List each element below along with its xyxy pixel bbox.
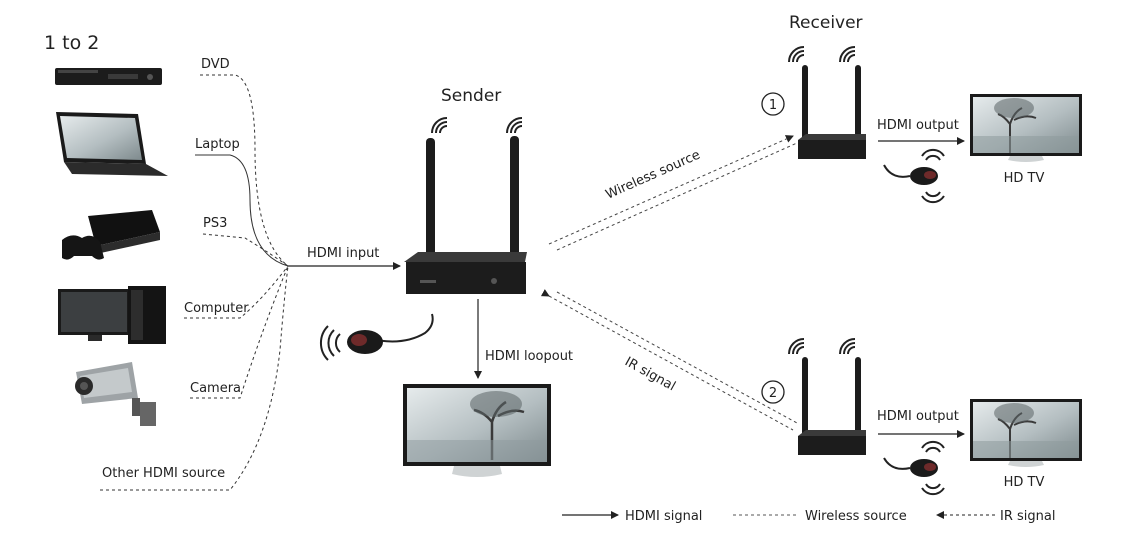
receiver-title: Receiver — [789, 13, 863, 33]
source-label-laptop: Laptop — [195, 137, 240, 152]
ir-receiver-icon — [319, 313, 434, 361]
wifi-icon — [839, 46, 856, 63]
wifi-icon — [431, 117, 448, 134]
legend-wireless-label: Wireless source — [805, 509, 907, 524]
source-label-computer: Computer — [184, 301, 249, 316]
legend: HDMI signal Wireless source IR signal — [562, 509, 1055, 524]
hd-tv-2-icon — [969, 398, 1083, 468]
ir-extender-2-icon — [883, 441, 945, 495]
receiver-2-device — [798, 357, 866, 455]
hdmi-input-label: HDMI input — [307, 246, 379, 261]
sender-title: Sender — [441, 86, 501, 106]
game-console-icon — [62, 210, 160, 260]
legend-ir-label: IR signal — [1000, 509, 1055, 524]
hd-tv-2-label: HD TV — [1004, 475, 1045, 490]
wifi-icon — [788, 46, 805, 63]
legend-hdmi-label: HDMI signal — [625, 509, 702, 524]
hd-tv-1-label: HD TV — [1004, 171, 1045, 186]
ir-extender-1-icon — [883, 149, 945, 203]
desktop-computer-icon — [58, 286, 166, 344]
source-connection-lines — [100, 74, 289, 491]
source-label-dvd: DVD — [201, 57, 230, 72]
hdmi-loopout-label: HDMI loopout — [485, 349, 573, 364]
wireless-source-label: Wireless source — [604, 148, 703, 203]
dvd-player-icon — [55, 68, 162, 85]
hdmi-output-label-2: HDMI output — [877, 409, 959, 424]
wifi-icon — [506, 117, 523, 134]
source-label-camera: Camera — [190, 381, 241, 396]
wifi-icon — [839, 338, 856, 355]
ir-signal-label: IR signal — [622, 354, 678, 394]
security-camera-icon — [75, 362, 156, 426]
diagram-mode-label: 1 to 2 — [44, 32, 99, 54]
sender-device — [404, 136, 527, 294]
receiver-2-number: 2 — [769, 386, 777, 401]
receiver-1-number: 1 — [769, 98, 777, 113]
receiver-2-badge — [761, 380, 785, 404]
wireless-link-lines — [540, 135, 798, 431]
receiver-1-badge — [761, 92, 785, 116]
hdmi-output-label-1: HDMI output — [877, 118, 959, 133]
source-label-ps3: PS3 — [203, 216, 227, 231]
laptop-icon — [56, 112, 168, 176]
receiver-1-device — [798, 65, 866, 159]
source-label-other-hdmi: Other HDMI source — [102, 466, 225, 481]
loopout-tv-icon — [403, 384, 551, 477]
hd-tv-1-icon — [969, 93, 1083, 163]
wifi-icon — [788, 338, 805, 355]
